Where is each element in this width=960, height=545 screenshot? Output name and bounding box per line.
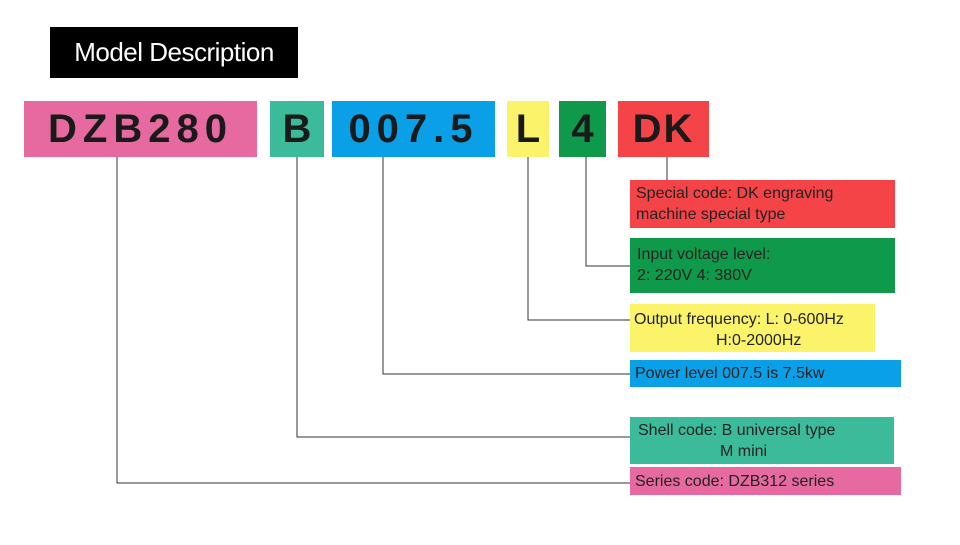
- description-line: Shell code: B universal type: [638, 422, 836, 439]
- description-series-code: Series code: DZB312 series: [630, 467, 901, 495]
- model-segment-frequency: L: [507, 101, 549, 157]
- description-power-level: Power level 007.5 is 7.5kw: [630, 360, 901, 387]
- connector-shell: [296, 157, 630, 438]
- description-line: Output frequency: L: 0-600Hz: [634, 311, 844, 328]
- model-segment-series: DZB280: [24, 101, 257, 157]
- description-shell-code: Shell code: B universal type M mini: [630, 417, 894, 464]
- model-segment-shell: B: [270, 101, 324, 157]
- connector-power: [382, 157, 630, 375]
- description-line: Power level 007.5 is 7.5kw: [635, 365, 825, 382]
- description-line: Input voltage level:: [637, 246, 771, 263]
- description-line: Series code: DZB312 series: [635, 473, 835, 490]
- connector-voltage: [585, 157, 630, 267]
- description-line: H:0-2000Hz: [716, 332, 802, 349]
- model-segment-voltage: 4: [559, 101, 606, 157]
- description-line: machine special type: [636, 206, 786, 223]
- page-title: Model Description: [50, 27, 298, 78]
- description-line: Special code: DK engraving: [636, 185, 834, 202]
- description-line: M mini: [720, 443, 768, 460]
- connector-frequency: [527, 157, 630, 321]
- connector-series: [116, 157, 630, 484]
- description-output-frequency: Output frequency: L: 0-600Hz H:0-2000Hz: [630, 304, 875, 352]
- description-input-voltage: Input voltage level: 2: 220V 4: 380V: [630, 238, 895, 293]
- description-special-code: Special code: DK engraving machine speci…: [630, 180, 895, 228]
- model-segment-power: 007.5: [332, 101, 495, 157]
- description-line: 2: 220V 4: 380V: [637, 267, 752, 284]
- model-segment-special: DK: [618, 101, 709, 157]
